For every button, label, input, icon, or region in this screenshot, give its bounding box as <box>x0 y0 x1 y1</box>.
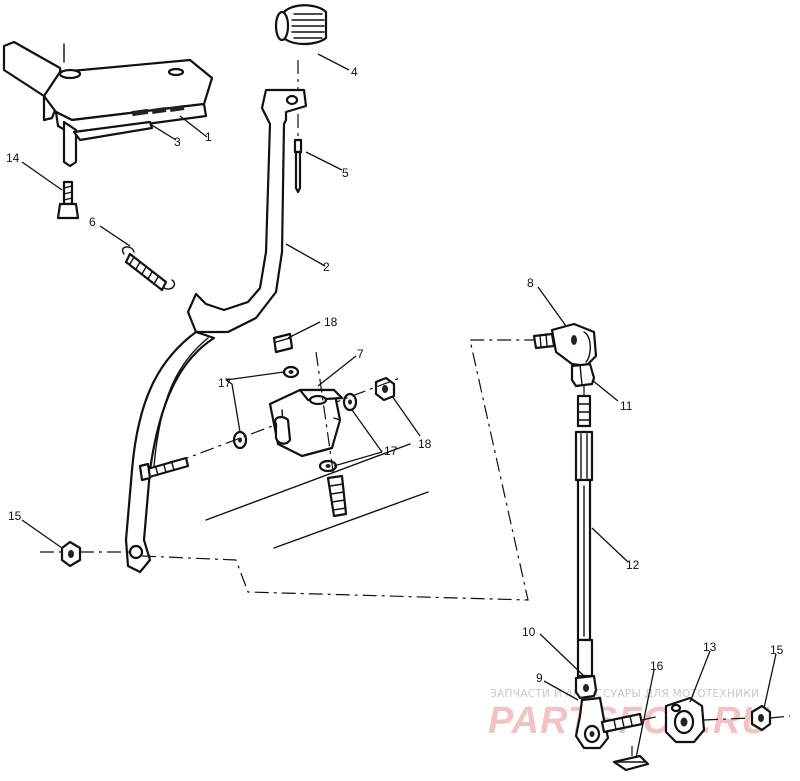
nut-part-18-lower <box>374 376 396 402</box>
callout-13: 13 <box>703 640 717 654</box>
watermark-tagline: ЗАПЧАСТИ И АКСЕССУАРЫ ДЛЯ МОТОТЕХНИКИ <box>490 688 759 700</box>
callout-12: 12 <box>626 558 640 572</box>
pivot-bracket-part-7 <box>138 351 401 518</box>
callout-labels: 1 2 3 4 5 6 7 8 9 10 11 12 13 14 15 15 1… <box>6 65 784 685</box>
callout-17-right: 17 <box>384 444 398 458</box>
ball-joint-part-8 <box>532 322 598 368</box>
clevis-nut-part-10 <box>574 674 598 700</box>
callout-5: 5 <box>342 166 349 180</box>
cap-part-18-upper <box>272 332 294 354</box>
callout-14: 14 <box>6 151 20 165</box>
push-rod-part-12 <box>574 386 594 678</box>
callout-9: 9 <box>536 671 543 685</box>
clevis-part-9 <box>574 696 610 750</box>
pin-part-5 <box>293 60 303 194</box>
callout-2: 2 <box>323 260 330 274</box>
bolt-part-14 <box>56 180 80 220</box>
mounting-bracket <box>2 40 214 168</box>
lever-part-13 <box>664 696 751 744</box>
frame-reference-lines <box>169 443 429 549</box>
callout-4: 4 <box>351 65 358 79</box>
washer-part-17-right <box>342 392 358 412</box>
callout-8: 8 <box>527 276 534 290</box>
foot-pad-part-4 <box>274 4 328 46</box>
watermark: ЗАПЧАСТИ И АКСЕССУАРЫ ДЛЯ МОТОТЕХНИКИ PA… <box>488 688 769 742</box>
callout-10: 10 <box>522 625 536 639</box>
nut-part-15-right <box>750 704 791 732</box>
callout-15-right: 15 <box>770 643 784 657</box>
washer-part-17-bottom <box>318 459 338 473</box>
callout-1: 1 <box>205 130 212 144</box>
brake-pedal-part-2 <box>124 88 308 574</box>
nut-part-15-left <box>40 339 536 601</box>
callout-6: 6 <box>89 215 96 229</box>
clevis-bolt <box>600 712 661 734</box>
callout-17-left: 17 <box>218 376 232 390</box>
leader-lines <box>21 53 777 759</box>
callout-11: 11 <box>620 399 633 413</box>
callout-15-left: 15 <box>8 509 22 523</box>
callout-18-upper: 18 <box>324 315 338 329</box>
callout-7: 7 <box>357 347 364 361</box>
cotter-pin-part-16 <box>612 746 650 772</box>
spring-part-6 <box>121 246 176 292</box>
washer-part-17-top <box>282 365 300 379</box>
callout-16: 16 <box>650 659 664 673</box>
hex-nut-part-11 <box>570 362 596 388</box>
callout-3: 3 <box>174 135 181 149</box>
callout-18-lower: 18 <box>418 437 432 451</box>
